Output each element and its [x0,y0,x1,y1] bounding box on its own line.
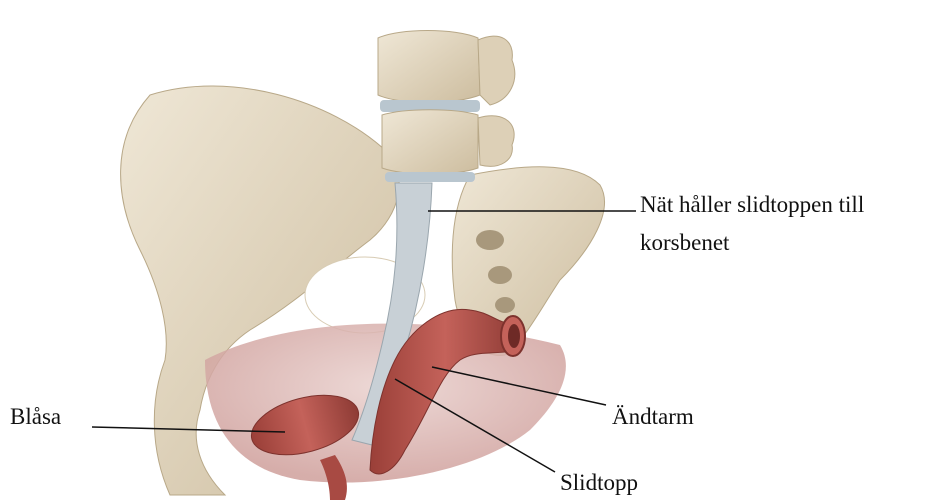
spinous-process [478,116,514,166]
sacral-foramen [476,230,504,250]
rectum-lumen-inner [508,324,520,348]
label-bladder: Blåsa [10,402,61,432]
intervertebral-disc [385,172,475,182]
sacral-foramen [488,266,512,284]
spinous-process [478,36,515,105]
label-vaginal-vault: Slidtopp [560,468,638,498]
label-mesh-continued: korsbenet [640,228,729,258]
lumbar-vertebra-lower [382,110,478,174]
lumbar-vertebra-upper [378,31,480,103]
sacral-foramen [495,297,515,313]
label-mesh: Nät håller slidtoppen till [640,190,864,220]
label-rectum: Ändtarm [612,402,694,432]
